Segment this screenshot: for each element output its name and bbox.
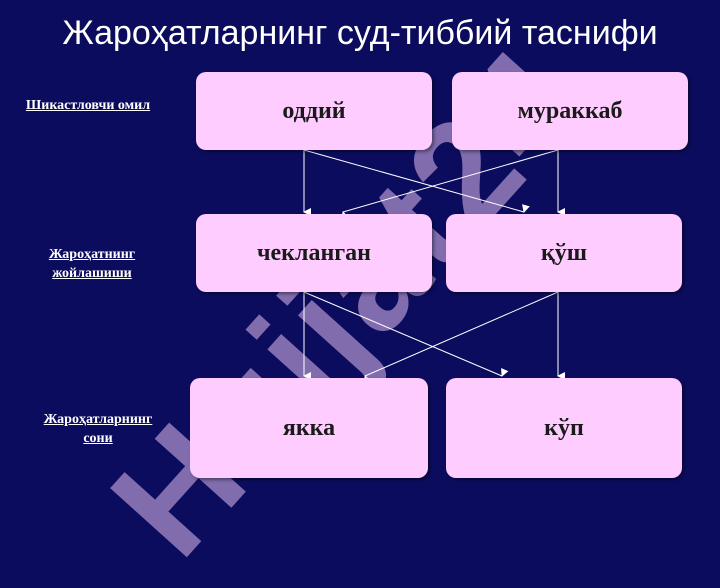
box-simple: оддий bbox=[196, 72, 432, 150]
page-title: Жароҳатларнинг суд-тиббий таснифи bbox=[62, 14, 658, 52]
arrow-double-to-single bbox=[364, 291, 559, 385]
box-multiple: кўп bbox=[446, 378, 682, 478]
label-injury-count: Жароҳатларнинг сони bbox=[18, 410, 178, 448]
box-limited: чекланган bbox=[196, 214, 432, 292]
label-injury-count-line2: сони bbox=[83, 431, 113, 446]
label-injury-location-line2: жойлашиши bbox=[52, 266, 132, 281]
arrow-complex-to-limited bbox=[341, 149, 559, 220]
box-single: якка bbox=[190, 378, 428, 478]
label-injury-count-line1: Жароҳатларнинг bbox=[43, 412, 153, 427]
arrow-limited-to-multiple bbox=[303, 291, 509, 377]
label-injury-location: Жароҳатнинг жойлашиши bbox=[12, 245, 172, 283]
arrow-simple-to-double bbox=[303, 149, 530, 213]
box-double: қўш bbox=[446, 214, 682, 292]
label-injury-location-line1: Жароҳатнинг bbox=[48, 247, 136, 262]
box-complex: мураккаб bbox=[452, 72, 688, 150]
label-injuring-factor-text: Шикастловчи омил bbox=[25, 98, 151, 113]
label-injuring-factor: Шикастловчи омил bbox=[5, 96, 171, 115]
connector-lines bbox=[303, 149, 565, 385]
